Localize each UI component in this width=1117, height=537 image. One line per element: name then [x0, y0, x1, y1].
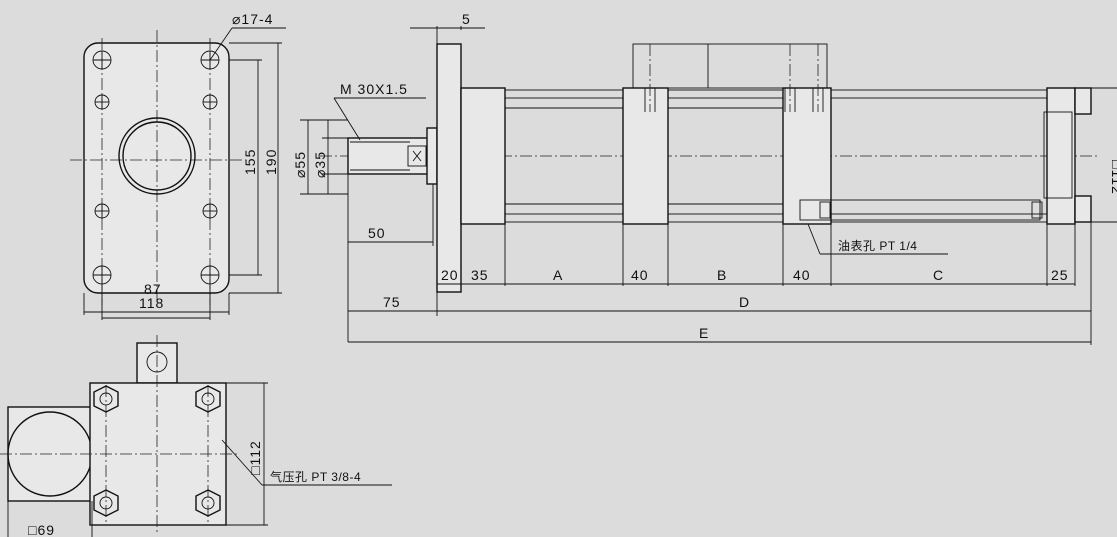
dim-87: 87 — [144, 281, 162, 297]
dim-e: E — [699, 325, 709, 341]
dim-a: A — [553, 267, 563, 283]
dim-118: 118 — [139, 295, 164, 311]
dim-b: B — [717, 267, 727, 283]
square-69: □69 — [28, 522, 55, 537]
dim-c: C — [933, 267, 944, 283]
dim-40b: 40 — [793, 267, 811, 283]
square-112-side: □112 — [1109, 160, 1117, 195]
dia-35: ⌀35 — [312, 151, 328, 178]
dim-5: 5 — [462, 11, 471, 27]
flange-front-view — [70, 27, 286, 320]
dim-20: 20 — [441, 267, 459, 283]
dim-50: 50 — [368, 225, 386, 241]
dim-155: 155 — [242, 149, 258, 175]
square-112-rear: □112 — [247, 440, 263, 475]
thread-label: M 30X1.5 — [340, 81, 408, 97]
air-port-label: 气压孔 PT 3/8-4 — [270, 469, 361, 484]
cylinder-side-view — [320, 43, 1100, 293]
dim-40a: 40 — [631, 267, 649, 283]
hole-spec-label: ⌀17-4 — [232, 11, 273, 27]
cylinder-rear-view — [0, 335, 392, 537]
dim-d: D — [739, 294, 750, 310]
dim-chain — [348, 222, 1092, 345]
dim-35: 35 — [471, 267, 489, 283]
dim-190: 190 — [263, 149, 279, 175]
tie-rod-nuts — [93, 385, 221, 517]
dim-25: 25 — [1051, 267, 1069, 283]
dia-55: ⌀55 — [292, 151, 308, 178]
gauge-port-label: 油表孔 PT 1/4 — [838, 239, 917, 253]
dim-75: 75 — [383, 294, 401, 310]
